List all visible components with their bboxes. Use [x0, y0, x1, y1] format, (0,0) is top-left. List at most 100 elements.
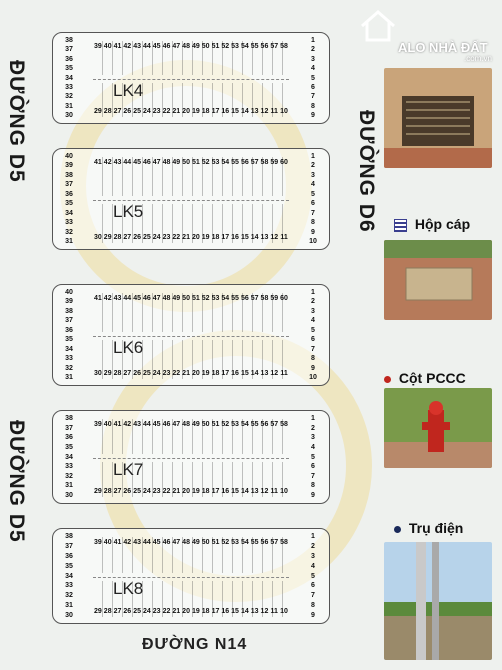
lot-number: 35 — [65, 562, 73, 570]
lot-number: 23 — [162, 370, 171, 377]
lot-grid-top — [93, 537, 289, 573]
lot-number: 44 — [123, 159, 132, 166]
lot-number: 1 — [311, 37, 315, 44]
lot-number: 27 — [123, 234, 132, 241]
lot-number: 3 — [311, 171, 315, 179]
lot-number: 47 — [152, 159, 161, 166]
lot-number: 21 — [172, 488, 181, 495]
lot-number: 21 — [182, 234, 190, 241]
lot-number: 35 — [65, 65, 73, 73]
lot-number: 16 — [221, 608, 230, 615]
lot-number: 37 — [65, 181, 73, 189]
lot-number: 21 — [182, 370, 190, 377]
lot-number: 6 — [311, 336, 315, 344]
lot-number: 33 — [65, 582, 73, 590]
lot-number: 33 — [65, 463, 73, 471]
lot-number: 58 — [280, 539, 288, 546]
lot-number: 48 — [162, 159, 171, 166]
lot-number: 7 — [311, 592, 315, 600]
lot-number: 35 — [65, 443, 73, 451]
lot-number: 47 — [152, 295, 161, 302]
lot-number: 59 — [270, 159, 279, 166]
lot-number: 6 — [311, 463, 315, 471]
lot-number: 26 — [133, 370, 141, 377]
lot-number: 58 — [260, 159, 269, 166]
lot-number: 39 — [65, 298, 73, 306]
lot-number: 38 — [65, 307, 73, 315]
lot-number: 48 — [182, 421, 190, 428]
lot-number: 36 — [65, 434, 73, 442]
block-midline — [93, 200, 289, 201]
lot-number: 13 — [260, 234, 269, 241]
lot-number: 6 — [311, 582, 315, 590]
lot-number: 15 — [231, 608, 239, 615]
lot-number: 20 — [191, 370, 200, 377]
lot-number: 56 — [240, 159, 249, 166]
lot-number: 51 — [211, 43, 220, 50]
lot-number: 38 — [65, 37, 73, 44]
lot-number: 14 — [250, 234, 259, 241]
lot-number: 4 — [311, 181, 315, 189]
lot-number: 15 — [240, 370, 249, 377]
house-logo-icon — [361, 10, 395, 42]
lot-number: 13 — [260, 370, 269, 377]
lot-number: 51 — [211, 421, 220, 428]
lot-number: 28 — [113, 234, 122, 241]
lot-number: 37 — [65, 46, 73, 54]
lot-number: 28 — [103, 108, 112, 115]
lot-number: 15 — [231, 488, 239, 495]
lot-number: 4 — [311, 443, 315, 451]
lot-number: 52 — [221, 421, 230, 428]
lot-number: 18 — [211, 370, 220, 377]
lot-number: 50 — [182, 295, 190, 302]
lot-number: 37 — [65, 542, 73, 550]
block-name: LK8 — [113, 579, 144, 598]
lot-number: 18 — [201, 108, 210, 115]
lot-number: 55 — [231, 159, 239, 166]
lot-number: 12 — [260, 488, 269, 495]
lot-number: 12 — [270, 370, 279, 377]
lot-number: 57 — [270, 539, 279, 546]
block-midline — [93, 79, 289, 80]
lot-number: 40 — [103, 539, 112, 546]
lot-number: 9 — [311, 364, 315, 372]
lot-number: 23 — [162, 234, 171, 241]
block-midline — [93, 336, 289, 337]
lot-number: 59 — [270, 295, 279, 302]
lot-number: 6 — [311, 83, 315, 91]
lot-number: 13 — [250, 608, 259, 615]
lot-number: 4 — [311, 562, 315, 570]
lot-number: 45 — [133, 159, 141, 166]
lot-number: 14 — [240, 488, 249, 495]
lot-number: 58 — [280, 43, 288, 50]
lot-number: 32 — [65, 592, 73, 600]
lot-number: 29 — [103, 234, 112, 241]
lot-number: 2 — [311, 424, 315, 432]
lot-number: 30 — [94, 234, 102, 241]
lot-number: 25 — [142, 370, 151, 377]
lot-number: 38 — [65, 171, 73, 179]
lot-number: 25 — [133, 108, 141, 115]
lot-number: 3 — [311, 55, 315, 63]
lot-number: 57 — [250, 295, 259, 302]
lot-number: 39 — [94, 539, 102, 546]
lot-number: 49 — [191, 539, 200, 546]
lot-number: 47 — [172, 539, 181, 546]
lot-number: 52 — [221, 539, 230, 546]
block-name: LK5 — [113, 202, 144, 221]
lot-number: 19 — [201, 234, 210, 241]
lot-number: 8 — [311, 482, 315, 490]
lot-number: 17 — [221, 370, 230, 377]
drain-photo — [384, 68, 492, 168]
lot-number: 48 — [182, 43, 190, 50]
lot-number: 41 — [113, 43, 122, 50]
